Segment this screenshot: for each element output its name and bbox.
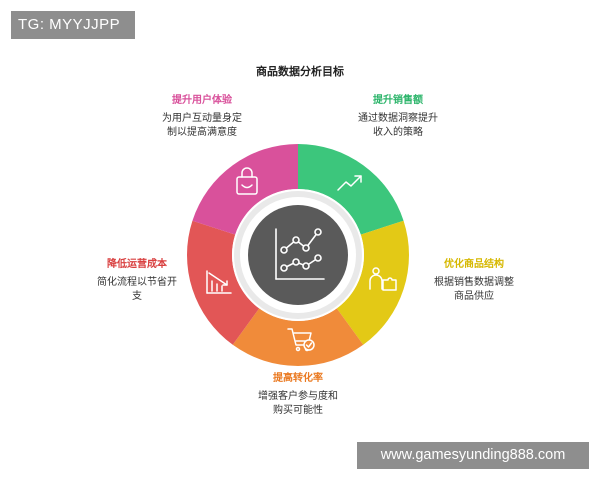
label-cost-desc-2: 支 <box>132 291 142 302</box>
label-product-structure-desc-2: 商品供应 <box>454 291 494 302</box>
label-cost-desc-1: 简化流程以节省开 <box>97 277 177 288</box>
label-conversion-desc-2: 购买可能性 <box>273 405 323 416</box>
label-cost-title: 降低运营成本 <box>107 259 167 270</box>
diagram-title: 商品数据分析目标 <box>256 65 344 78</box>
watermark-top: TG: MYYJJPP <box>11 11 135 39</box>
segment-product-structure <box>336 220 409 345</box>
label-conversion-desc-1: 增强客户参与度和 <box>258 391 338 402</box>
shopping-bag-icon <box>236 167 258 195</box>
label-sales: 提升销售额 通过数据洞察提升 收入的策略 <box>332 94 464 140</box>
label-user-experience-desc-2: 制以提高满意度 <box>167 127 237 138</box>
label-user-experience: 提升用户体验 为用户互动量身定 制以提高满意度 <box>136 94 268 140</box>
label-conversion-title: 提高转化率 <box>273 373 323 384</box>
label-product-structure-title: 优化商品结构 <box>444 259 504 270</box>
trend-up-icon <box>337 175 362 191</box>
label-sales-desc-1: 通过数据洞察提升 <box>358 113 438 124</box>
label-sales-desc-2: 收入的策略 <box>373 127 423 138</box>
label-sales-title: 提升销售额 <box>373 95 423 106</box>
segment-user-experience <box>192 144 298 235</box>
chart-down-icon <box>206 270 232 294</box>
watermark-bottom: www.gamesyunding888.com <box>357 442 589 469</box>
label-product-structure-desc-1: 根据销售数据调整 <box>434 277 514 288</box>
puzzle-person-icon <box>369 267 397 291</box>
line-chart-icon <box>275 228 325 280</box>
cart-check-icon <box>287 328 315 352</box>
segment-sales <box>298 144 404 235</box>
label-user-experience-desc-1: 为用户互动量身定 <box>162 113 242 124</box>
label-cost: 降低运营成本 简化流程以节省开 支 <box>82 258 192 304</box>
label-product-structure: 优化商品结构 根据销售数据调整 商品供应 <box>414 258 534 304</box>
label-conversion: 提高转化率 增强客户参与度和 购买可能性 <box>236 372 360 418</box>
label-user-experience-title: 提升用户体验 <box>172 95 232 106</box>
segment-conversion <box>232 308 364 366</box>
center-hub <box>248 205 348 305</box>
